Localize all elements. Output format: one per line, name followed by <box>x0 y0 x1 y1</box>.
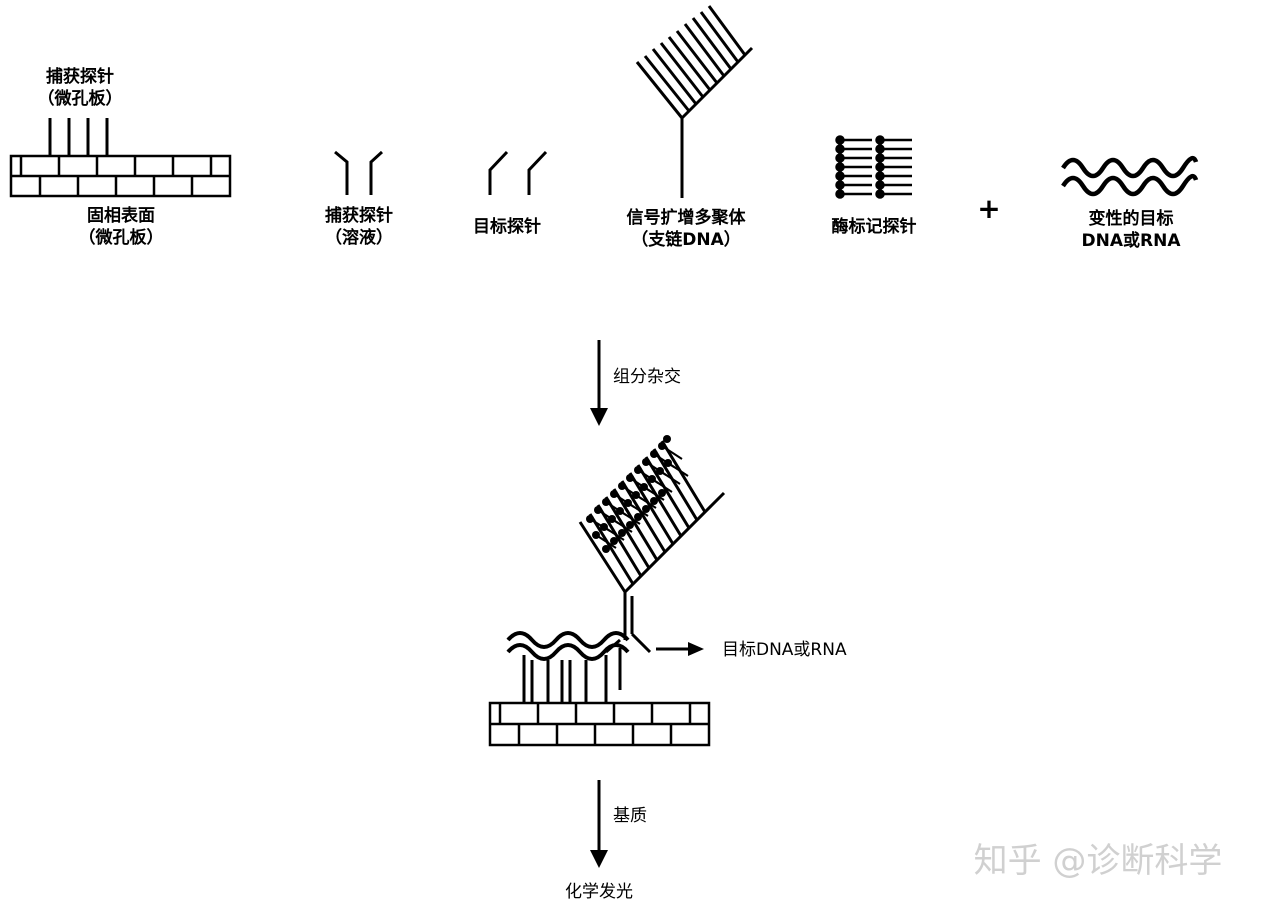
denatured-target-icon <box>1061 155 1199 197</box>
capture-probe-solution-label-line2: （溶液） <box>325 227 393 248</box>
capture-probe-plate-label-line1: 捕获探针 <box>46 66 114 87</box>
chemiluminescence-label: 化学发光 <box>565 882 633 902</box>
enzyme-label-stems <box>589 445 689 549</box>
solid-surface-label-line1: 固相表面 <box>87 205 155 226</box>
target-probe-icon <box>488 150 548 195</box>
capture-probe-plate-label-line2: （微孔板） <box>38 88 123 109</box>
complex-capture-probes <box>522 648 622 702</box>
complex-plate <box>488 701 711 747</box>
substrate-arrow <box>590 780 608 868</box>
hybridization-step-label: 组分杂交 <box>613 367 681 387</box>
target-callout-label: 目标DNA或RNA <box>722 640 847 660</box>
signal-amplifier-label-line2: （支链DNA） <box>631 229 741 250</box>
solid-surface-plate <box>9 154 232 198</box>
capture-probe-solution-label-line1: 捕获探针 <box>325 205 393 226</box>
solid-surface-label-line2: （微孔板） <box>79 227 164 248</box>
denatured-target-label-line1: 变性的目标 <box>1089 208 1174 229</box>
hybridized-target-wave <box>506 631 630 661</box>
target-callout-arrow <box>656 642 704 656</box>
capture-probe-solution-icon <box>334 150 384 195</box>
watermark: 知乎 @诊断科学 <box>974 841 1223 881</box>
signal-amplifier-label-line1: 信号扩增多聚体 <box>627 207 747 228</box>
branched-dna-icon <box>635 5 754 198</box>
assembled-branched-dna <box>578 440 726 594</box>
plus-sign: + <box>977 192 1000 225</box>
denatured-target-label-line2: DNA或RNA <box>1082 230 1182 251</box>
enzyme-probe-label: 酶标记探针 <box>832 216 917 237</box>
amplifier-stem <box>605 592 652 654</box>
substrate-step-label: 基质 <box>613 806 647 826</box>
hybridization-arrow <box>590 340 608 426</box>
target-probe-label: 目标探针 <box>473 216 541 237</box>
capture-probes-on-plate <box>48 118 109 156</box>
enzyme-probe-icon <box>835 135 912 199</box>
